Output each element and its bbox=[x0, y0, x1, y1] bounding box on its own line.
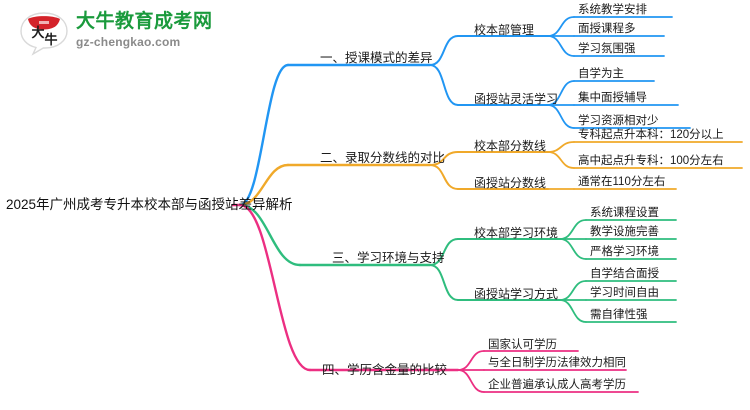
branch-2-child-2-label[interactable]: 函授站分数线 bbox=[474, 176, 547, 190]
leaf-node[interactable]: 高中起点升专科：100分左右 bbox=[578, 155, 724, 167]
leaf-node[interactable]: 需自律性强 bbox=[590, 309, 648, 321]
branch-1-child-2-label[interactable]: 函授站灵活学习 bbox=[474, 92, 559, 106]
leaf-node[interactable]: 教学设施完善 bbox=[590, 226, 659, 238]
site-logo: 大 牛 大牛教育成考网 gz-chengkao.com bbox=[18, 8, 248, 60]
leaf-node[interactable]: 集中面授辅导 bbox=[578, 92, 647, 104]
leaf-node[interactable]: 自学结合面授 bbox=[590, 268, 659, 280]
leaf-node[interactable]: 严格学习环境 bbox=[590, 246, 659, 258]
leaf-node[interactable]: 系统课程设置 bbox=[590, 207, 659, 219]
branch-3-child-1-label[interactable]: 校本部学习环境 bbox=[474, 226, 559, 240]
leaf-node[interactable]: 与全日制学历法律效力相同 bbox=[488, 357, 626, 369]
branch-1-child-1-label[interactable]: 校本部管理 bbox=[474, 23, 535, 37]
leaf-node[interactable]: 学习氛围强 bbox=[578, 43, 636, 55]
branch-3-child-2-label[interactable]: 函授站学习方式 bbox=[474, 287, 559, 301]
leaf-node[interactable]: 学习资源相对少 bbox=[578, 115, 659, 127]
leaf-node[interactable]: 自学为主 bbox=[578, 68, 624, 80]
svg-text:大: 大 bbox=[31, 25, 44, 40]
leaf-node[interactable]: 通常在110分左右 bbox=[578, 176, 666, 188]
leaf-node[interactable]: 系统教学安排 bbox=[578, 4, 647, 16]
leaf-node[interactable]: 学习时间自由 bbox=[590, 287, 659, 299]
leaf-node[interactable]: 专科起点升本科：120分以上 bbox=[578, 129, 724, 141]
svg-text:牛: 牛 bbox=[44, 32, 57, 47]
leaf-node[interactable]: 国家认可学历 bbox=[488, 339, 557, 351]
leaf-node[interactable]: 面授课程多 bbox=[578, 23, 636, 35]
branch-1-label[interactable]: 一、授课模式的差异 bbox=[320, 51, 433, 65]
logo-text: 大牛教育成考网 gz-chengkao.com bbox=[76, 10, 213, 50]
mindmap-root-label[interactable]: 2025年广州成考专升本校本部与函授站差异解析 bbox=[6, 197, 293, 212]
logo-bubble-icon: 大 牛 bbox=[20, 12, 68, 56]
branch-2-label[interactable]: 二、录取分数线的对比 bbox=[320, 151, 446, 165]
logo-title: 大牛教育成考网 bbox=[76, 11, 213, 32]
branch-2-child-1-label[interactable]: 校本部分数线 bbox=[474, 139, 547, 153]
leaf-node[interactable]: 企业普遍承认成人高考学历 bbox=[488, 379, 626, 391]
branch-4-label[interactable]: 四、学历含金量的比较 bbox=[322, 363, 448, 377]
logo-subtitle: gz-chengkao.com bbox=[76, 35, 181, 49]
branch-3-label[interactable]: 三、学习环境与支持 bbox=[332, 251, 445, 265]
